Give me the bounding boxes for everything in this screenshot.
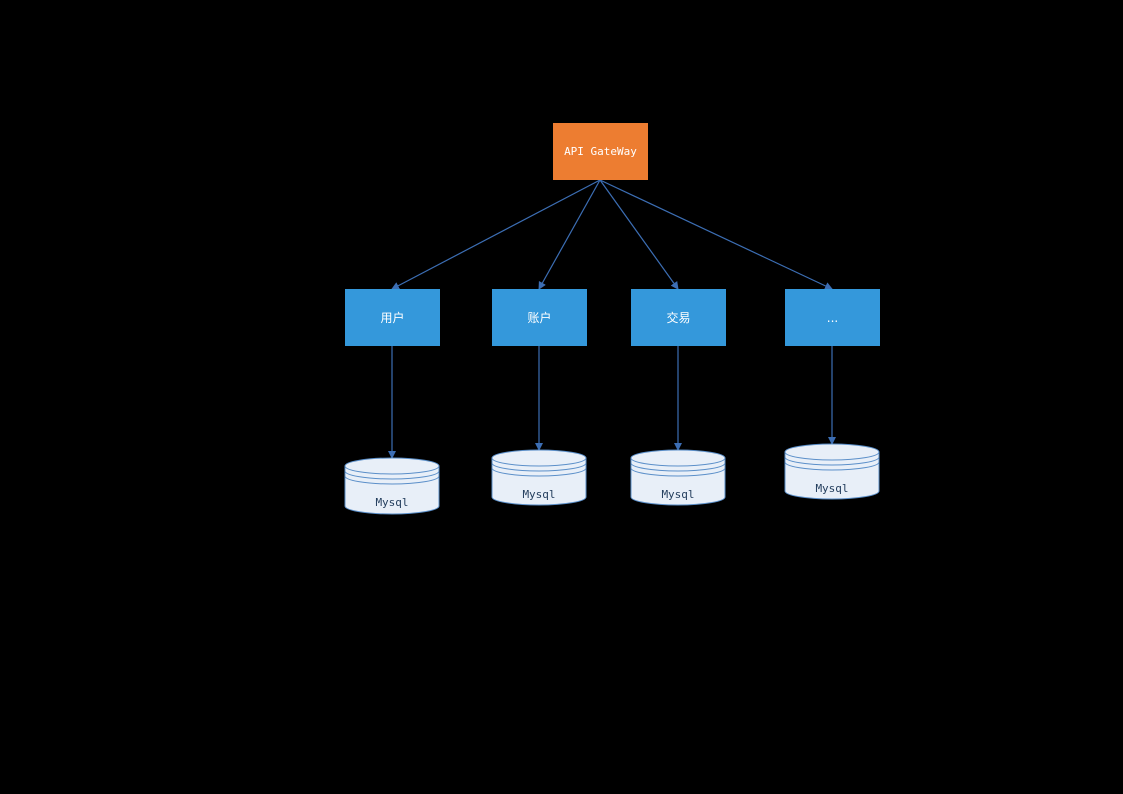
database-ring (630, 467, 726, 477)
database-top (784, 443, 880, 461)
gateway-label: API GateWay (564, 145, 637, 158)
service-label: ... (827, 311, 838, 325)
database-ring (784, 456, 880, 466)
database-4[interactable]: Mysql (784, 443, 880, 500)
gateway-node[interactable]: API GateWay (553, 123, 648, 180)
database-ring (491, 467, 587, 477)
service-node-1[interactable]: 用户 (345, 289, 440, 346)
database-3[interactable]: Mysql (630, 449, 726, 506)
database-top (630, 449, 726, 467)
database-2[interactable]: Mysql (491, 449, 587, 506)
service-db-edges (388, 346, 836, 459)
edge-gateway-to-service-2 (538, 179, 601, 290)
edge-gateway-to-service-4 (599, 179, 833, 290)
database-ring (784, 461, 880, 471)
service-node-4[interactable]: ... (785, 289, 880, 346)
service-label: 账户 (527, 310, 551, 325)
database-1[interactable]: Mysql (344, 457, 440, 515)
service-box (631, 289, 726, 346)
service-node-2[interactable]: 账户 (492, 289, 587, 346)
service-box (345, 289, 440, 346)
service-label: 交易 (666, 310, 690, 325)
service-node-3[interactable]: 交易 (631, 289, 726, 346)
service-box (492, 289, 587, 346)
database-label: Mysql (661, 488, 694, 501)
edge-gateway-to-service-3 (599, 179, 679, 290)
edge-gateway-to-service-1 (391, 179, 601, 290)
database-top (491, 449, 587, 467)
database-label: Mysql (522, 488, 555, 501)
database-ring (344, 475, 440, 485)
database-label: Mysql (375, 496, 408, 509)
database-ring (344, 470, 440, 480)
database-top (344, 457, 440, 475)
database-ring (491, 462, 587, 472)
gateway-box (553, 123, 648, 180)
service-box (785, 289, 880, 346)
database-ring (630, 462, 726, 472)
gateway-edges (391, 179, 833, 290)
database-label: Mysql (815, 482, 848, 495)
service-label: 用户 (380, 310, 404, 325)
